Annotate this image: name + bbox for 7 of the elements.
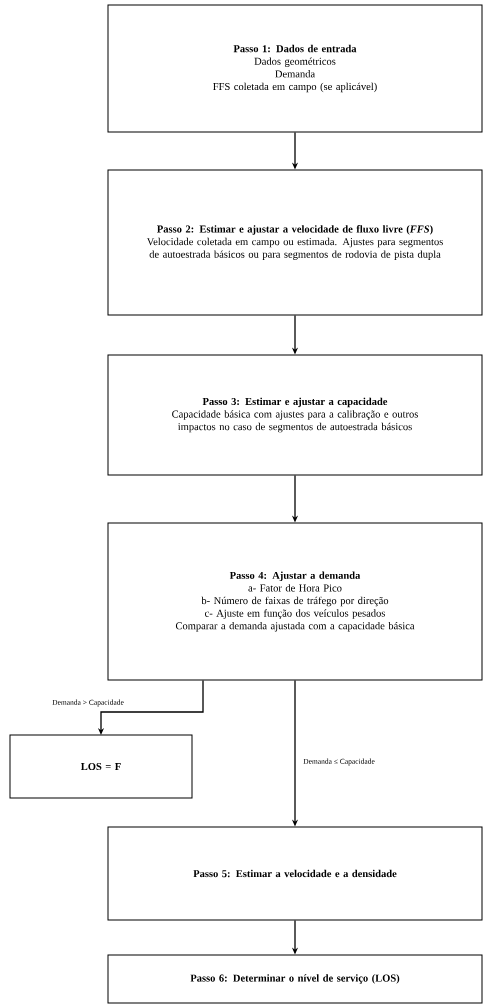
process-box: Passo 1: Dados de entrada Dados geométricos Demanda FFS coletada em campo (se aplicável) [107,4,483,133]
process-box: Passo 6: Determinar o nível de serviço (LOS) [107,954,483,1004]
process-box: LOS = F [9,734,193,799]
process-box: Passo 3: Estimar e ajustar a capacidade Capacidade básica com ajustes para a calibração e outros impactos no caso de segmentos de autoestrada básicos [107,354,483,476]
process-box: Passo 4: Ajustar a demanda a- Fator de Hora Pico b- Número de faixas de tráfego por direção c- Ajuste em função dos veículos pesados Comparar a demanda ajustada com a capacidade básica [107,522,483,681]
process-box: Passo 2: Estimar e ajustar a velocidade de fluxo livre (FFS) Velocidade coletada em campo ou estimada. Ajustes para segmentos de autoestrada básicos ou para segmentos de rodovia de pista dupla [107,169,483,316]
process-box: Passo 5: Estimar a velocidade e a densidade [107,826,483,921]
